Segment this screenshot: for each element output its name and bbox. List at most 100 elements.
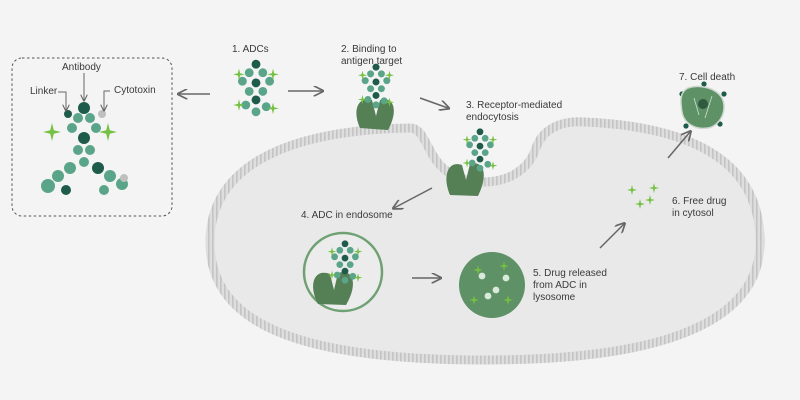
free-drug bbox=[649, 183, 659, 193]
adc-endocytosis-bead bbox=[471, 134, 479, 142]
adc-endocytosis-bead bbox=[471, 149, 479, 156]
adc-molecules bbox=[41, 59, 727, 305]
adc-binding-bead bbox=[377, 85, 385, 93]
lysosome-drug bbox=[503, 295, 513, 305]
inset-antibody-bead bbox=[73, 145, 83, 155]
receptor-endocytosis bbox=[446, 163, 484, 196]
adc-free-bead bbox=[237, 76, 247, 86]
adc-free-drug bbox=[233, 68, 245, 81]
adc-free-bead bbox=[258, 86, 268, 96]
inset-antibody-bead bbox=[79, 157, 89, 167]
adc-endocytosis-bead bbox=[487, 141, 494, 149]
inset-cytotoxin bbox=[99, 123, 117, 141]
inset-antibody-bead bbox=[78, 102, 90, 114]
adc-endosome-bead bbox=[331, 253, 338, 261]
adc-binding-drug bbox=[384, 70, 395, 80]
adc-free-bead bbox=[251, 95, 261, 105]
adc-binding-bead bbox=[380, 97, 388, 105]
adc-endosome-bead bbox=[341, 276, 349, 284]
adc-endocytosis-drug bbox=[462, 158, 472, 168]
adc-endocytosis-drug bbox=[488, 161, 498, 170]
free-drug bbox=[635, 199, 645, 209]
inset-antibody-bead bbox=[52, 170, 64, 182]
adc-binding-drug bbox=[357, 94, 368, 105]
adc-endocytosis-bead bbox=[481, 134, 489, 142]
adc-binding-bead bbox=[377, 70, 385, 78]
adc-free-drug bbox=[267, 68, 279, 81]
step-7-label: 7. Cell death bbox=[679, 72, 736, 83]
inset-linker bbox=[120, 174, 128, 182]
adc-endocytosis-drug bbox=[462, 135, 472, 144]
adc-endosome-bead bbox=[341, 267, 349, 275]
adc-free-bead bbox=[258, 68, 268, 78]
inset-linker bbox=[64, 110, 72, 118]
adc-endocytosis-bead bbox=[468, 159, 476, 167]
label-cytotoxin: Cytotoxin bbox=[114, 85, 156, 96]
dead-cell-fragment bbox=[701, 81, 707, 87]
dead-cell bbox=[680, 85, 725, 130]
adc-binding-bead bbox=[383, 77, 391, 85]
step-2-label: 2. Binding to antigen target bbox=[341, 44, 403, 67]
adc-endosome-drug bbox=[353, 273, 363, 282]
adc-endocytosis-bead bbox=[484, 160, 492, 168]
label-antibody: Antibody bbox=[62, 62, 101, 73]
dead-cell-fragment bbox=[721, 91, 727, 97]
adc-endosome-bead bbox=[336, 261, 344, 268]
adc-free-drug bbox=[267, 102, 279, 115]
adc-free-bead bbox=[251, 107, 261, 117]
inset-antibody-bead bbox=[99, 185, 109, 195]
adc-free-bead bbox=[251, 59, 261, 69]
inset-antibody-bead bbox=[92, 162, 104, 174]
free-drug bbox=[627, 185, 637, 195]
adc-endocytosis-bead bbox=[476, 155, 484, 163]
adc-free-bead bbox=[244, 86, 254, 96]
inset-antibody-bead bbox=[85, 145, 95, 155]
adc-endocytosis-bead bbox=[476, 142, 484, 150]
adc-endocytosis-bead bbox=[476, 164, 484, 172]
inset-antibody-bead bbox=[61, 185, 71, 195]
adc-endosome-drug bbox=[353, 247, 363, 256]
adc-binding-bead bbox=[372, 78, 380, 86]
lysosome-drug bbox=[473, 265, 483, 275]
inset-antibody-bead bbox=[91, 123, 101, 133]
inset-antibody-bead bbox=[41, 179, 55, 193]
label-linker: Linker bbox=[30, 86, 58, 97]
arrow-step6-to-7 bbox=[667, 132, 690, 159]
adc-binding-bead bbox=[372, 91, 380, 99]
adc-endosome-drug bbox=[327, 247, 337, 256]
cell-membrane bbox=[205, 117, 765, 365]
lysosome-fragment bbox=[478, 272, 486, 280]
adc-binding-drug bbox=[384, 97, 395, 107]
adc-endocytosis-bead bbox=[481, 149, 489, 156]
adc-binding-drug bbox=[357, 70, 368, 80]
inset-cytotoxin bbox=[43, 123, 61, 141]
adc-endosome-bead bbox=[341, 240, 349, 248]
adc-endosome-bead bbox=[346, 261, 354, 268]
adc-free-bead bbox=[241, 100, 251, 110]
adc-binding-bead bbox=[372, 101, 380, 109]
adc-binding-bead bbox=[364, 95, 372, 104]
step-3-label: 3. Receptor-mediated endocytosis bbox=[466, 100, 563, 123]
inset-antibody-bead bbox=[104, 170, 116, 182]
inset-antibody-bead bbox=[73, 113, 83, 123]
adc-structure-inset bbox=[11, 57, 173, 217]
adc-endosome-bead bbox=[336, 246, 344, 254]
adc-free-bead bbox=[261, 102, 271, 112]
arrow-step2-to-3 bbox=[419, 97, 448, 108]
free-drug bbox=[645, 195, 655, 205]
adc-binding-bead bbox=[367, 85, 375, 93]
adc-endocytosis-bead bbox=[466, 141, 473, 149]
inset-antibody-bead bbox=[64, 162, 76, 174]
inset-antibody-bead bbox=[67, 123, 77, 133]
lysosome-fragment bbox=[492, 286, 500, 294]
process-arrows bbox=[179, 91, 690, 278]
arrow-step3-to-4 bbox=[394, 187, 433, 208]
dead-cell-fragment bbox=[683, 123, 689, 129]
adc-endocytosis-drug bbox=[488, 135, 498, 144]
adc-binding-bead bbox=[372, 63, 380, 71]
lysosome-fragment bbox=[484, 292, 492, 300]
adc-endosome-bead bbox=[333, 271, 341, 279]
adc-binding-bead bbox=[367, 70, 375, 78]
adc-endosome-bead bbox=[349, 272, 357, 280]
